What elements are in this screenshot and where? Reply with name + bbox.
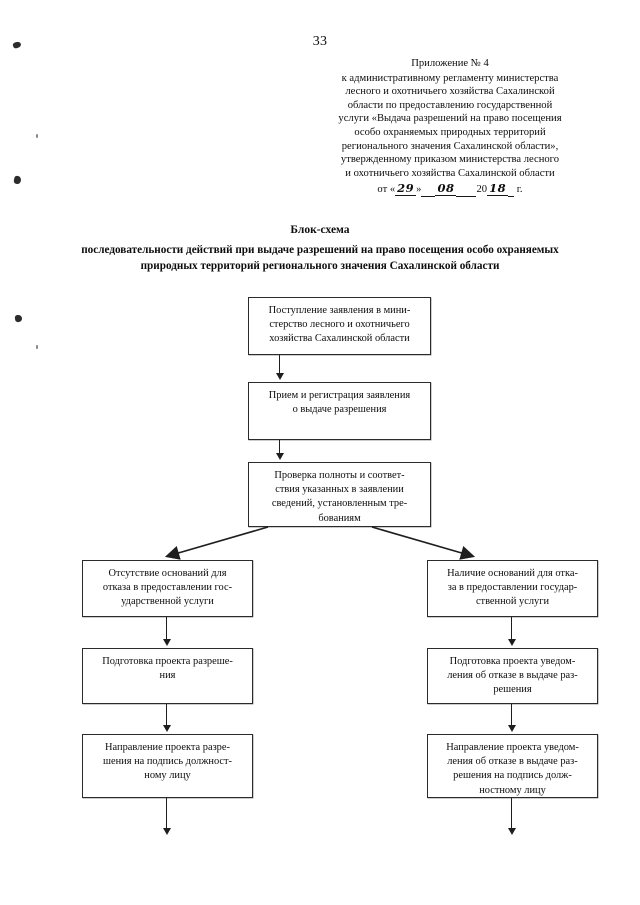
node-line: решения <box>493 684 532 696</box>
node-line: ления об отказе в выдаче раз- <box>447 670 578 682</box>
node-line: бованиям <box>318 512 361 524</box>
node-line: Подготовка проекта разреше- <box>102 656 233 667</box>
chart-title: Блок-схема <box>290 224 350 236</box>
approval-line: особо охраняемых природных территорий <box>354 126 546 138</box>
connector-l1-l2 <box>166 617 168 641</box>
arrowhead-r3-continues <box>508 828 516 835</box>
node-line: за в предоставлении государ- <box>447 582 578 594</box>
connector-r2-r3 <box>511 704 513 727</box>
node-line: стерство лесного и охотничьего <box>269 319 410 331</box>
approval-line: и охотничьего хозяйства Сахалинской обла… <box>345 167 555 179</box>
connector-r3-continues <box>511 798 513 830</box>
connector-l3-continues <box>166 798 168 830</box>
node-line: Направление проекта уведом- <box>446 742 579 753</box>
date-year-handwritten: 18 <box>487 181 509 197</box>
flow-node-r1: Наличие оснований для отка- за в предост… <box>427 560 598 617</box>
node-line: Наличие оснований для отка- <box>447 568 578 579</box>
node-line: ударственной услуги <box>121 596 214 608</box>
approval-line: регионального значения Сахалинской облас… <box>341 140 559 152</box>
arrowhead-l2-l3 <box>163 725 171 732</box>
node-line: Поступление заявления в мини- <box>268 305 411 316</box>
connector-n1-n2 <box>279 355 281 375</box>
approval-line: утвержденному приказом министерства лесн… <box>340 154 560 166</box>
connector-n2-n3 <box>279 440 281 455</box>
node-line: сведений, установленным тре- <box>271 498 408 510</box>
node-line: ния <box>159 670 176 682</box>
scan-artifact-speck <box>36 134 38 138</box>
date-suffix: г. <box>516 184 523 196</box>
approval-line: области по предоставлению государственно… <box>347 99 553 111</box>
node-line: решения на подпись долж- <box>453 770 572 782</box>
node-line: Проверка полноты и соответ- <box>274 470 405 481</box>
node-line: Подготовка проекта уведом- <box>449 656 576 667</box>
approval-line: услуги «Выдача разрешений на право посещ… <box>338 113 562 125</box>
arrowhead-l1-l2 <box>163 639 171 646</box>
node-line: отказа в предоставлении гос- <box>102 582 233 594</box>
flow-node-r2: Подготовка проекта уведом- ления об отка… <box>427 648 598 704</box>
appendix-label: Приложение № 4 <box>411 58 489 69</box>
page-number: 33 <box>312 34 328 49</box>
flow-node-l2: Подготовка проекта разреше- ния <box>82 648 253 704</box>
branch-arrow-right <box>371 526 476 560</box>
node-line: Отсутствие оснований для <box>108 568 227 579</box>
flow-node-l1: Отсутствие оснований для отказа в предос… <box>82 560 253 617</box>
scan-artifact-speck <box>36 345 38 349</box>
flow-node-n2: Прием и регистрация заявления о выдаче р… <box>248 382 431 440</box>
date-after-day: » <box>416 184 422 196</box>
approval-line: лесного и охотничьего хозяйства Сахалинс… <box>345 86 555 98</box>
date-prefix: от « <box>377 184 396 196</box>
connector-r1-r2 <box>511 617 513 641</box>
flow-node-l3: Направление проекта разре- шения на подп… <box>82 734 253 798</box>
arrowhead-n2-n3 <box>276 453 284 460</box>
branch-arrow-left <box>164 526 269 560</box>
node-line: ления об отказе в выдаче раз- <box>447 756 578 768</box>
date-day-handwritten: 29 <box>395 181 417 197</box>
flow-node-n1: Поступление заявления в мини- стерство л… <box>248 297 431 355</box>
node-line: ностному лицу <box>479 784 546 796</box>
node-line: шения на подпись должност- <box>102 756 233 768</box>
node-line: хозяйства Сахалинской области <box>269 333 410 345</box>
connector-l2-l3 <box>166 704 168 727</box>
node-line: ному лицу <box>144 770 191 782</box>
arrowhead-r2-r3 <box>508 725 516 732</box>
node-line: ствия указанных в заявлении <box>275 484 404 496</box>
chart-subtitle: последовательности действий при выдаче р… <box>81 244 559 272</box>
branch-arrows <box>164 526 476 560</box>
date-month-handwritten: 08 <box>435 181 457 197</box>
node-line: о выдаче разрешения <box>292 404 387 416</box>
arrowhead-l3-continues <box>163 828 171 835</box>
approval-line: к административному регламенту министерс… <box>341 72 559 84</box>
date-year-prefix: 20 <box>476 184 488 196</box>
flow-node-r3: Направление проекта уведом- ления об отк… <box>427 734 598 798</box>
flow-node-n3: Проверка полноты и соответ- ствия указан… <box>248 462 431 527</box>
approval-block: Приложение № 4 к административному регла… <box>300 57 600 197</box>
node-line: Прием и регистрация заявления <box>268 390 411 401</box>
arrowhead-n1-n2 <box>276 373 284 380</box>
node-line: ственной услуги <box>475 596 550 608</box>
arrowhead-r1-r2 <box>508 639 516 646</box>
node-line: Направление проекта разре- <box>105 742 230 753</box>
